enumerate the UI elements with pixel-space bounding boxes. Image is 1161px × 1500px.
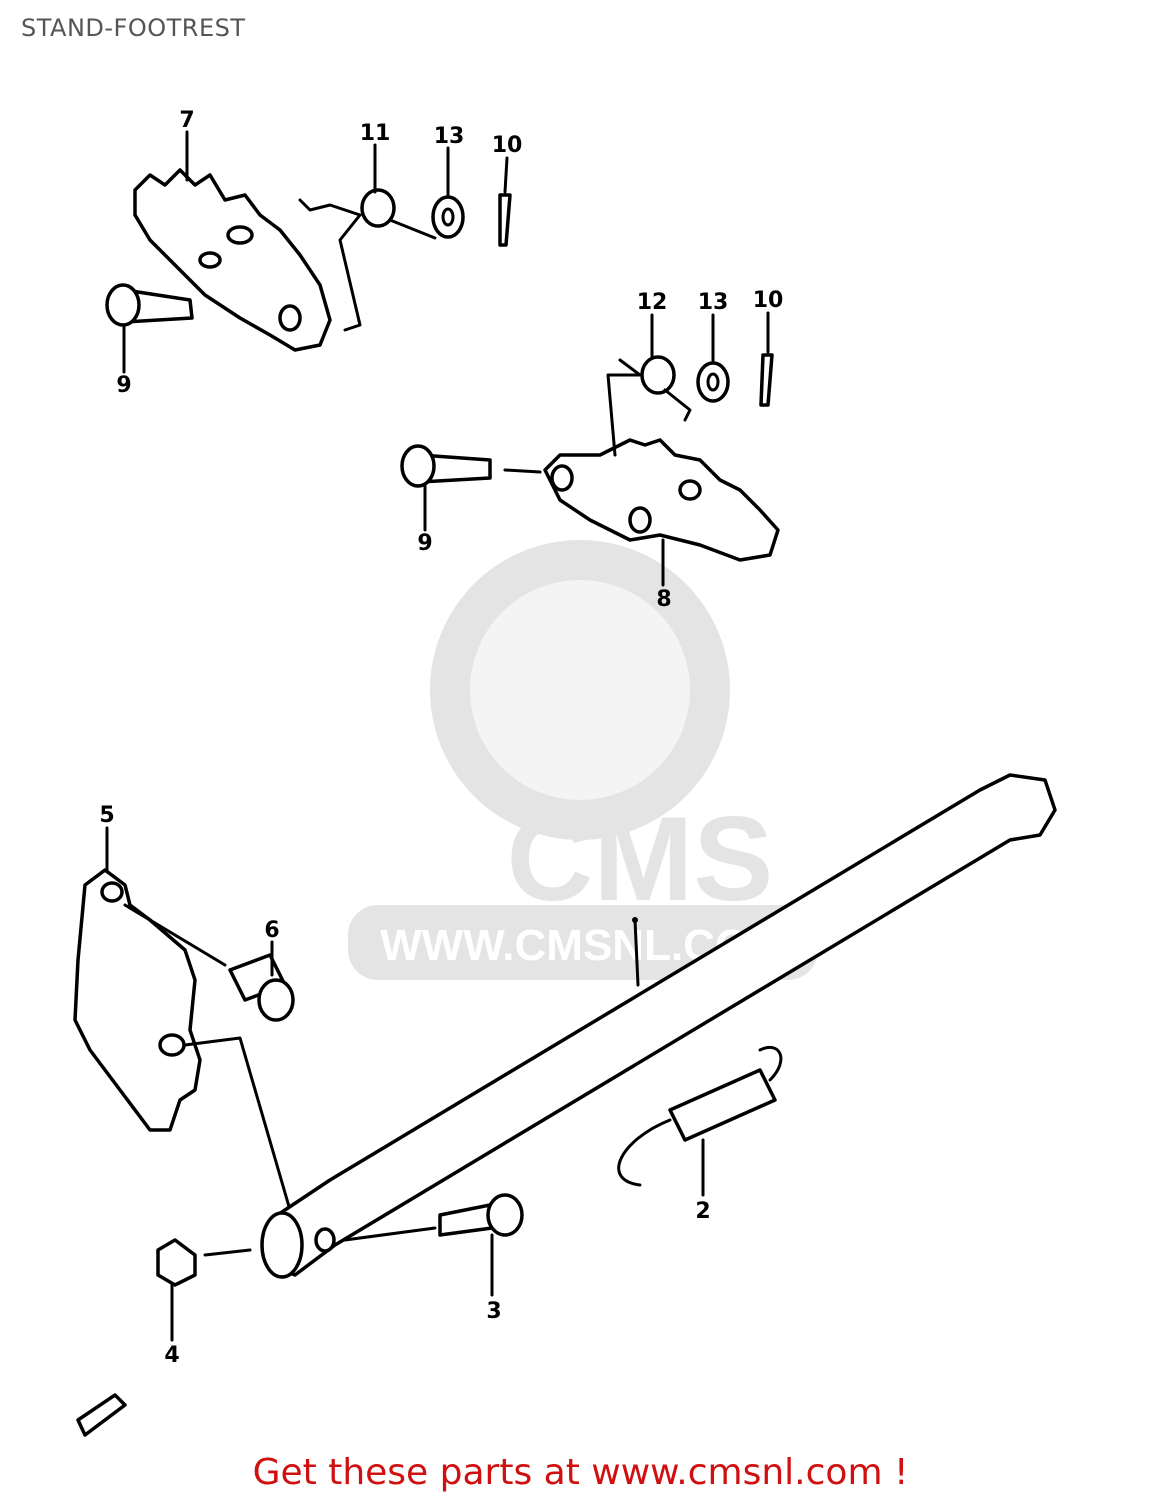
callout-2: 2: [695, 1199, 710, 1224]
watermark-logo: CMS: [507, 792, 774, 926]
callout-13b: 13: [698, 290, 729, 315]
bolt-nut: [76, 1193, 524, 1437]
leader-lines: [105, 130, 770, 1342]
callout-10b: 10: [753, 288, 784, 313]
callout-4: 4: [164, 1343, 179, 1368]
callout-10: 10: [492, 133, 523, 158]
callout-7: 7: [179, 108, 194, 133]
stand-bracket: [73, 868, 295, 1212]
side-stand: [260, 773, 1057, 1279]
footrest-right: [400, 353, 780, 562]
callout-5: 5: [99, 803, 114, 828]
watermark: CMS WWW.CMSNL.COM: [348, 540, 818, 980]
watermark-mascot-face: [470, 580, 690, 800]
diagram-title: STAND-FOOTREST: [21, 14, 246, 42]
callout-11: 11: [360, 121, 391, 146]
small-parts-top: [298, 188, 512, 332]
callout-3: 3: [486, 1299, 501, 1324]
callout-9b: 9: [417, 531, 432, 556]
callout-8: 8: [656, 587, 671, 612]
callout-6: 6: [264, 918, 279, 943]
footer-link-text[interactable]: Get these parts at www.cmsnl.com !: [252, 1452, 909, 1493]
callout-12: 12: [637, 290, 668, 315]
callout-13: 13: [434, 124, 465, 149]
footrest-left: [105, 168, 332, 352]
stand-spring: [617, 1045, 783, 1187]
callouts: 7 11 13 10 9 12 13 10 9 8 5 6 2 3 4: [99, 108, 783, 1368]
footer-link[interactable]: Get these parts at www.cmsnl.com !: [0, 1452, 1161, 1493]
callout-9: 9: [116, 373, 131, 398]
